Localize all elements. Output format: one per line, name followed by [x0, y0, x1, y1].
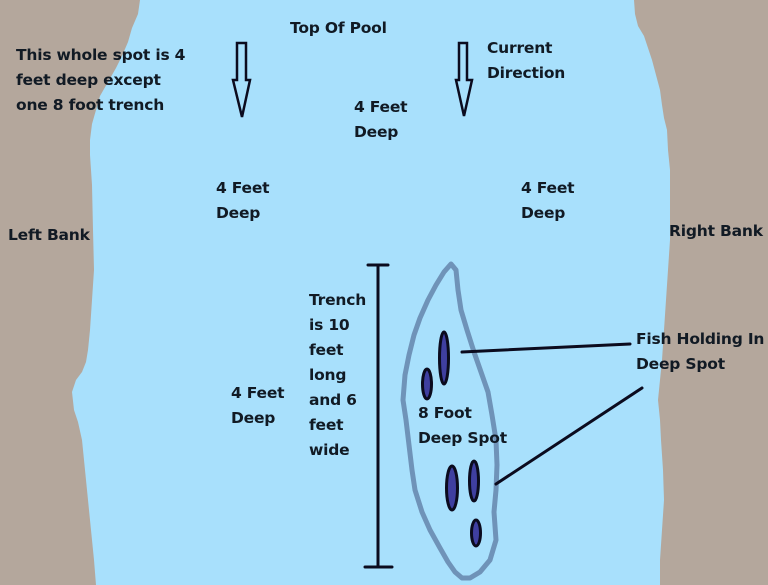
depth-line-1: 4 Feet	[216, 179, 270, 197]
depth-line-1: 4 Feet	[354, 98, 408, 116]
depth-label-top-center: 4 Feet Deep	[354, 95, 408, 145]
current-direction-label: Current Direction	[487, 36, 565, 86]
note-line-3: one 8 foot trench	[16, 96, 165, 114]
trench-line-3: feet	[309, 341, 344, 359]
depth-line-1: 4 Feet	[231, 384, 285, 402]
depth-line-2: Deep	[521, 204, 566, 222]
fish-icon	[468, 459, 480, 503]
pool-depth-note: This whole spot is 4 feet deep except on…	[16, 43, 185, 118]
note-line-1: This whole spot is 4	[16, 46, 186, 64]
trench-line-1: Trench	[309, 291, 367, 309]
note-line-2: feet deep except	[16, 71, 161, 89]
current-direction-line-1: Current	[487, 39, 553, 57]
trench-line-6: feet	[309, 416, 344, 434]
left-bank-label: Left Bank	[8, 226, 90, 244]
fish-icon	[470, 518, 482, 548]
depth-line-2: Deep	[354, 123, 399, 141]
fish-holding-label: Fish Holding In Deep Spot	[636, 327, 764, 377]
depth-line-1: 4 Feet	[521, 179, 575, 197]
down-arrow-icon	[454, 41, 474, 117]
fish-holding-line-1: Fish Holding In	[636, 330, 765, 348]
left-bank-shape	[0, 0, 140, 585]
deep-spot-label: 8 Foot Deep Spot	[418, 401, 507, 451]
fish-icon	[438, 330, 450, 386]
depth-line-2: Deep	[231, 409, 276, 427]
trench-size-label: Trench is 10 feet long and 6 feet wide	[309, 288, 366, 463]
trench-line-4: long	[309, 366, 347, 384]
trench-length-bar	[363, 263, 394, 569]
trench-line-7: wide	[309, 441, 350, 459]
fish-icon	[421, 367, 433, 401]
fish-markers	[421, 330, 482, 548]
trench-line-2: is 10	[309, 316, 350, 334]
deep-spot-line-2: Deep Spot	[418, 429, 507, 447]
deep-spot-line-1: 8 Foot	[418, 404, 472, 422]
depth-line-2: Deep	[216, 204, 261, 222]
trench-outline	[400, 261, 500, 581]
down-arrow-icon	[231, 41, 252, 118]
depth-label-mid-right: 4 Feet Deep	[521, 176, 575, 226]
trench-line-5: and 6	[309, 391, 357, 409]
depth-label-lower-left: 4 Feet Deep	[231, 381, 285, 431]
depth-label-mid-left: 4 Feet Deep	[216, 176, 270, 226]
current-direction-line-2: Direction	[487, 64, 566, 82]
fish-holding-line-2: Deep Spot	[636, 355, 725, 373]
right-bank-label: Right Bank	[669, 222, 763, 240]
fish-icon	[445, 464, 459, 512]
right-bank-shape	[634, 0, 768, 585]
top-of-pool-label: Top Of Pool	[290, 19, 387, 37]
fish-pointer-lines	[460, 342, 644, 486]
